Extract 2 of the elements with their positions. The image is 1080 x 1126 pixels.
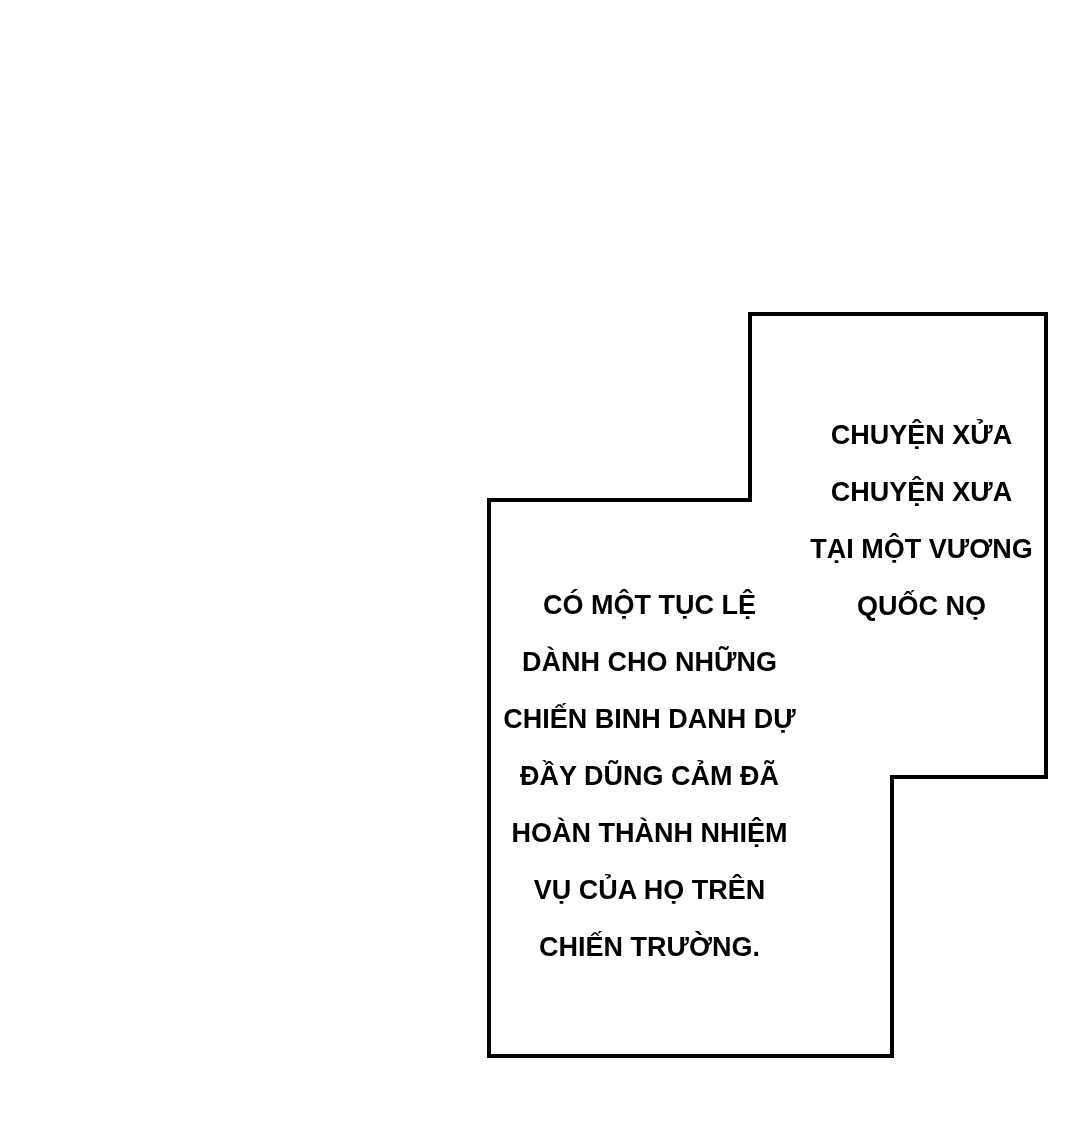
narration-text: CHUYỆN XỬA CHUYỆN XƯA TẠI MỘT VƯƠNG QUỐC NỌ xyxy=(809,418,1034,623)
narration-text: CÓ MỘT TỤC LỆ DÀNH CHO NHỮNG CHIẾN BINH DANH DỰ ĐẦY DŨNG CẢM ĐÃ HOÀN THÀNH NHIỆM VỤ CỦA HỌ TRÊN CHIẾN TRƯỜNG. xyxy=(502,588,797,964)
